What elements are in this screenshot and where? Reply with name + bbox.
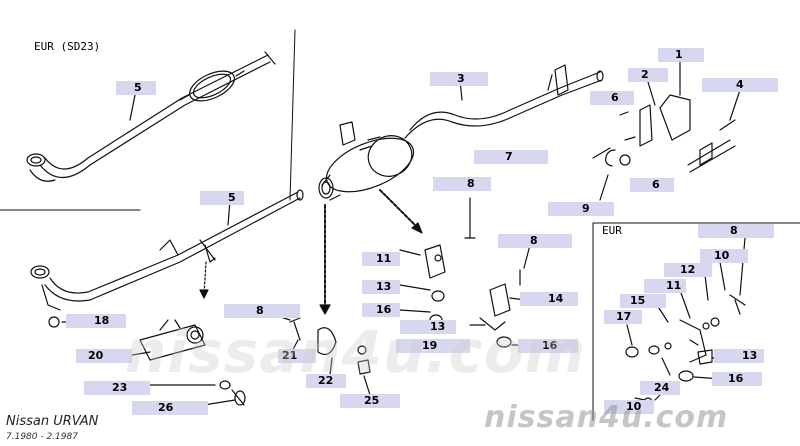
part-number-5-lower: 5 xyxy=(228,191,236,204)
part-number-10-top: 10 xyxy=(714,249,730,262)
part-number-13-inset: 13 xyxy=(742,349,758,362)
part-number-1: 1 xyxy=(675,48,683,61)
callout-part-5-lower: 5 xyxy=(200,191,244,205)
callout-part-12: 12 xyxy=(664,263,712,277)
callout-part-26: 26 xyxy=(132,401,208,415)
callout-part-3: 3 xyxy=(430,72,488,86)
callout-part-18: 18 xyxy=(66,314,126,328)
part-number-11-inset: 11 xyxy=(666,279,682,292)
callout-part-8-right: 8 xyxy=(498,234,572,248)
callout-part-9: 9 xyxy=(548,202,614,216)
part-number-23: 23 xyxy=(112,381,128,394)
callout-part-11-inset: 11 xyxy=(644,279,686,293)
callout-part-8-inset: 8 xyxy=(698,224,774,238)
callout-part-2: 2 xyxy=(628,68,668,82)
part-number-13-b: 13 xyxy=(430,320,446,333)
callout-part-15: 15 xyxy=(620,294,666,308)
callout-part-8-center: 8 xyxy=(433,177,491,191)
part-number-12: 12 xyxy=(680,263,696,276)
callout-part-7: 7 xyxy=(474,150,548,164)
part-number-24: 24 xyxy=(654,381,670,394)
part-number-11-center: 11 xyxy=(376,252,392,265)
part-number-8-inset: 8 xyxy=(730,224,738,237)
callout-part-19: 19 xyxy=(396,339,470,353)
callout-part-13-a: 13 xyxy=(362,280,400,294)
callout-part-1: 1 xyxy=(658,48,704,62)
callout-part-10-bottom: 10 xyxy=(604,400,654,414)
callout-part-6-top: 6 xyxy=(590,91,634,105)
callout-part-13-b: 13 xyxy=(400,320,456,334)
callout-part-25: 25 xyxy=(340,394,400,408)
part-number-18: 18 xyxy=(94,314,110,327)
part-number-25: 25 xyxy=(364,394,380,407)
callout-part-8-lower: 8 xyxy=(224,304,300,318)
part-number-9: 9 xyxy=(582,202,590,215)
callout-part-11-center: 11 xyxy=(362,252,400,266)
part-number-19: 19 xyxy=(422,339,438,352)
part-number-17: 17 xyxy=(616,310,632,323)
part-number-16-inset: 16 xyxy=(728,372,744,385)
callout-part-5-top: 5 xyxy=(116,81,156,95)
part-number-6-top: 6 xyxy=(611,91,619,104)
part-number-7: 7 xyxy=(505,150,513,163)
part-number-13-a: 13 xyxy=(376,280,392,293)
region-label-eur-inset: EUR xyxy=(602,224,622,237)
callout-part-24: 24 xyxy=(640,381,680,395)
callout-part-16-right: 16 xyxy=(518,339,578,353)
part-number-20: 20 xyxy=(88,349,104,362)
part-number-3: 3 xyxy=(457,72,465,85)
callout-part-4: 4 xyxy=(702,78,778,92)
part-number-8-right: 8 xyxy=(530,234,538,247)
callout-part-13-inset: 13 xyxy=(714,349,764,363)
callout-part-16-inset: 16 xyxy=(712,372,762,386)
part-number-10-bottom: 10 xyxy=(626,400,642,413)
part-number-8-center: 8 xyxy=(467,177,475,190)
part-number-21: 21 xyxy=(282,349,298,362)
part-number-14: 14 xyxy=(548,292,564,305)
part-number-6-lower: 6 xyxy=(652,178,660,191)
part-number-16-center: 16 xyxy=(376,303,392,316)
callout-part-14: 14 xyxy=(520,292,578,306)
callout-part-20: 20 xyxy=(76,349,132,363)
part-number-15: 15 xyxy=(630,294,646,307)
callout-part-16-center: 16 xyxy=(362,303,400,317)
part-number-2: 2 xyxy=(641,68,649,81)
callout-part-10-top: 10 xyxy=(700,249,748,263)
callout-part-23: 23 xyxy=(84,381,150,395)
callout-part-21: 21 xyxy=(278,349,316,363)
part-number-8-lower: 8 xyxy=(256,304,264,317)
callout-part-17: 17 xyxy=(604,310,642,324)
part-number-26: 26 xyxy=(158,401,174,414)
callout-part-6-lower: 6 xyxy=(630,178,674,192)
footer-years: 7.1980 - 2.1987 xyxy=(6,432,78,442)
part-number-4: 4 xyxy=(736,78,744,91)
callout-part-22: 22 xyxy=(306,374,346,388)
part-number-22: 22 xyxy=(318,374,334,387)
part-number-16-right: 16 xyxy=(542,339,558,352)
footer-model: Nissan URVAN xyxy=(6,414,99,429)
region-label-eur-sd23: EUR (SD23) xyxy=(34,40,101,53)
part-number-5-top: 5 xyxy=(134,81,142,94)
watermark-bottom-right: nissan4u.com xyxy=(484,400,729,435)
watermark-center: nissan4u.com xyxy=(125,318,586,386)
